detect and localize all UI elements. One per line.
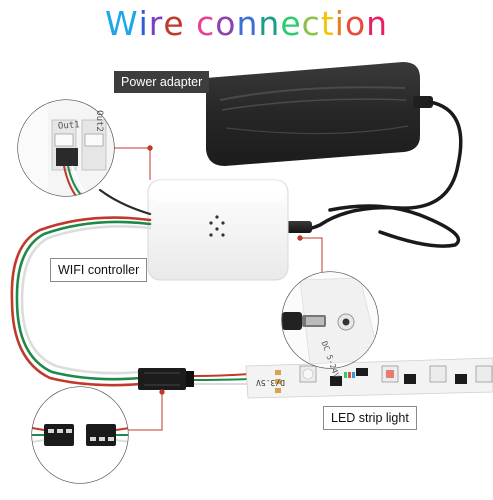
callout-pointers <box>112 145 323 431</box>
title-letter: o <box>344 4 367 43</box>
title-letter: o <box>215 4 237 43</box>
dc-jack-detail <box>281 271 379 369</box>
title-letter: n <box>258 4 281 43</box>
wifi-controller <box>147 179 289 281</box>
power-adapter-label: Power adapter <box>114 71 210 93</box>
title-letter: i <box>334 4 345 43</box>
title-letter: i <box>138 4 149 43</box>
title-letter: c <box>301 4 321 43</box>
strip-marking: D/3.5V <box>256 378 285 387</box>
signal-wire <box>10 188 152 387</box>
title-letter: t <box>320 4 335 43</box>
wifi-controller-label: WIFI controller <box>50 258 148 282</box>
title-letter: W <box>104 4 139 43</box>
jst-connector <box>138 368 251 390</box>
connector-detail <box>31 386 129 484</box>
title-letter: c <box>196 4 216 43</box>
title-letter: n <box>366 4 389 43</box>
title-letter: e <box>280 4 302 43</box>
title-letter: e <box>163 4 185 43</box>
out1-port-label: Out1 <box>57 120 81 132</box>
power-adapter <box>206 62 433 166</box>
diagram-title: Wire connection <box>0 2 493 46</box>
out2-port-label: Out2 <box>93 110 104 132</box>
dc-plug <box>286 221 312 233</box>
title-letter: r <box>148 4 164 43</box>
led-strip-label: LED strip light <box>323 406 417 430</box>
title-letter: n <box>236 4 259 43</box>
led-strip <box>245 357 493 399</box>
